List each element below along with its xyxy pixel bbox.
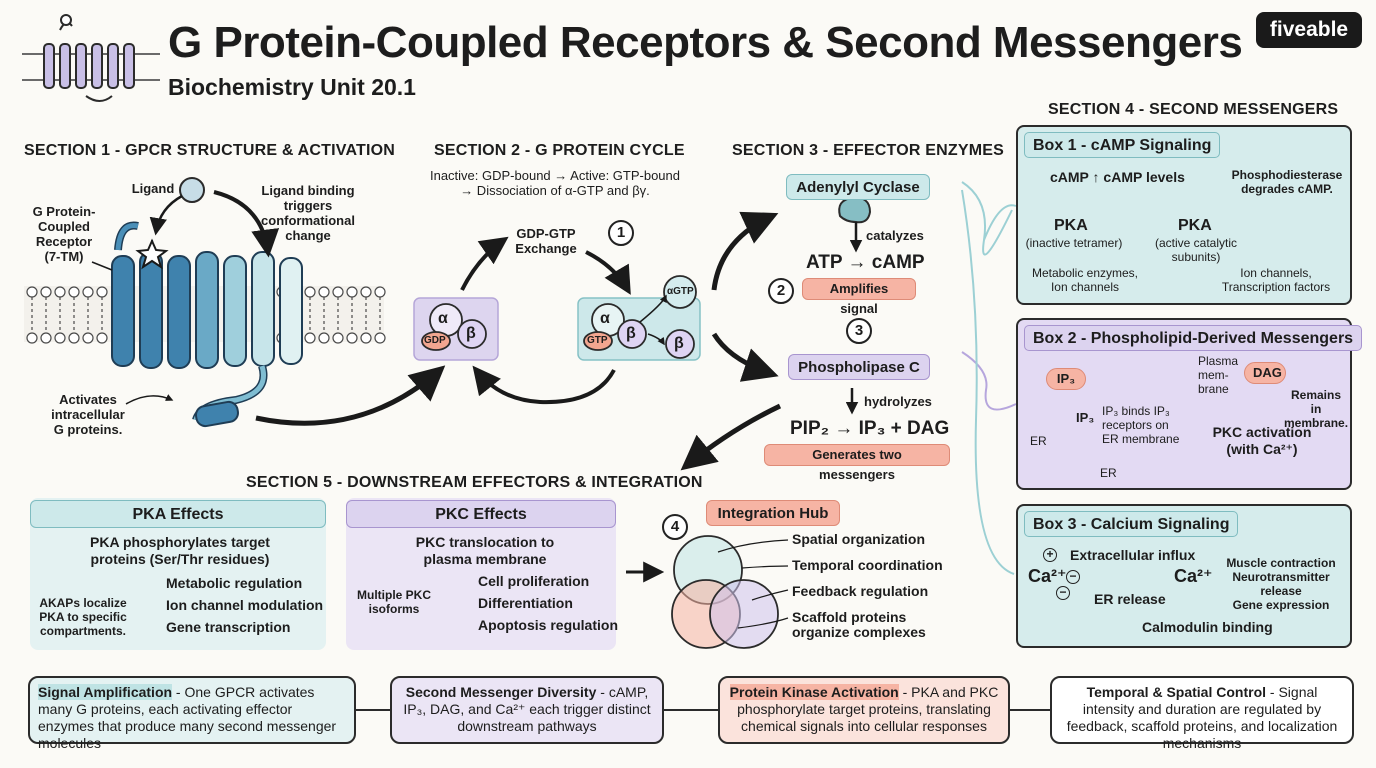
section4-heading: SECTION 4 - SECOND MESSENGERS <box>1048 101 1339 118</box>
pde-note: Phosphodiesterase degrades cAMP. <box>1231 168 1343 196</box>
catalyzes-label: catalyzes <box>866 228 924 243</box>
exchange-label: GDP-GTP Exchange <box>515 226 577 256</box>
gpcr-logo-icon <box>22 14 160 102</box>
alpha-active-label: α <box>600 310 610 327</box>
step-3-badge: 3 <box>846 318 872 344</box>
binding-note: Ligand binding triggers conformational c… <box>261 183 355 243</box>
activates-note: Activates intracellular G proteins. <box>51 392 125 437</box>
summary-diversity: Second Messenger Diversity - cAMP, IP₃, … <box>390 676 664 744</box>
step-2-badge: 2 <box>768 278 794 304</box>
pka-item-1: Metabolic regulation <box>166 575 303 591</box>
summary-4-lead: Temporal & Spatial Control <box>1086 684 1267 700</box>
page-title: G Protein-Coupled Receptors & Second Mes… <box>168 18 1243 67</box>
pkc-item-3: Apoptosis regulation <box>478 617 618 633</box>
pkc-effects-title: PKC Effects <box>346 500 616 528</box>
box2-title: Box 2 - Phospholipid-Derived Messengers <box>1024 325 1363 351</box>
summary-3-text: - PKA and PKC phosphorylate target prote… <box>737 684 999 734</box>
section3-heading: SECTION 3 - EFFECTOR ENZYMES <box>732 142 1004 159</box>
targets-right: Ion channels, Transcription factors <box>1221 266 1331 294</box>
alpha-gtp-label: αGTP <box>667 286 694 297</box>
pka-effects-title: PKA Effects <box>30 500 326 528</box>
targets-left: Metabolic enzymes, Ion channels <box>1031 266 1139 294</box>
beta-inactive-label: β <box>466 325 476 342</box>
section2-heading: SECTION 2 - G PROTEIN CYCLE <box>434 142 685 159</box>
atp-reaction: ATP → cAMP <box>806 252 925 273</box>
summary-1-text: - One GPCR activates many G proteins, ea… <box>38 684 337 751</box>
ligand-label: Ligand <box>131 181 175 196</box>
minus-icon-2: − <box>1056 586 1070 600</box>
minus-icon: − <box>1066 570 1080 584</box>
pkc-activation: PKC activation (with Ca²⁺) <box>1212 424 1312 457</box>
akap-note: AKAPs localize PKA to specific compartme… <box>39 596 127 638</box>
amplifies-badge: Amplifies signal <box>802 278 916 316</box>
box3-title: Box 3 - Calcium Signaling <box>1024 511 1239 537</box>
influx-label: Extracellular influx <box>1070 547 1196 563</box>
section5-heading: SECTION 5 - DOWNSTREAM EFFECTORS & INTEG… <box>246 474 703 491</box>
remains-note: Remains in membrane. <box>1284 388 1349 430</box>
pka-inactive: PKA <box>1054 217 1088 234</box>
plasma-membrane-label: Plasma mem- brane <box>1198 354 1239 396</box>
box1-title: Box 1 - cAMP Signaling <box>1024 132 1221 158</box>
receptor-label: G Protein- Coupled Receptor (7-TM) <box>32 204 96 264</box>
beta-free-label: β <box>674 335 684 352</box>
hub-item-2: Temporal coordination <box>792 557 943 573</box>
cycle-description: Inactive: GDP-bound → Active: GTP-bound … <box>429 168 680 198</box>
summary-2-text: - cAMP, IP₃, DAG, and Ca²⁺ each trigger … <box>403 684 651 734</box>
pip-reaction: PIP₂ → IP₃ + DAG <box>790 418 950 439</box>
gtp-label: GTP <box>587 335 608 346</box>
summary-control: Temporal & Spatial Control - Signal inte… <box>1050 676 1354 751</box>
pka-desc: PKA phosphorylates target proteins (Ser/… <box>90 534 270 567</box>
ip3-binds-note: IP₃ binds IP₃ receptors on ER membrane <box>1102 404 1180 446</box>
integration-venn-icon <box>671 535 779 649</box>
ligand-icon <box>179 177 205 203</box>
summary-1-lead: Signal Amplification <box>38 684 173 700</box>
pka-active-sub: (active catalytic subunits) <box>1154 236 1238 264</box>
pka-item-2: Ion channel modulation <box>166 597 324 613</box>
ip3-badge: IP₃ <box>1046 368 1086 390</box>
ca-right: Ca²⁺ <box>1174 566 1213 586</box>
fiveable-logo[interactable]: fiveable <box>1256 12 1362 48</box>
page-subtitle: Biochemistry Unit 20.1 <box>168 74 416 100</box>
plus-icon: + <box>1043 548 1057 562</box>
phospholipase-c-label: Phospholipase C <box>788 354 930 380</box>
summary-kinase: Protein Kinase Activation - PKA and PKC … <box>718 676 1010 744</box>
adenylyl-cyclase-label: Adenylyl Cyclase <box>786 174 930 200</box>
gdp-label: GDP <box>424 335 446 346</box>
pkc-item-2: Differentiation <box>478 595 573 611</box>
alpha-inactive-label: α <box>438 310 448 327</box>
pkc-item-1: Cell proliferation <box>478 573 590 589</box>
er-label-2: ER <box>1100 466 1117 480</box>
pka-inactive-sub: (inactive tetramer) <box>1025 236 1123 250</box>
dag-badge: DAG <box>1244 362 1286 384</box>
two-messengers-badge: Generates two messengers <box>764 444 950 482</box>
summary-2-lead: Second Messenger Diversity <box>405 684 597 700</box>
calmodulin-label: Calmodulin binding <box>1142 619 1273 635</box>
hydrolyzes-label: hydrolyzes <box>864 394 932 409</box>
pka-active: PKA <box>1178 217 1212 234</box>
section1-heading: SECTION 1 - GPCR STRUCTURE & ACTIVATION <box>24 142 396 159</box>
step-4-badge: 4 <box>662 514 688 540</box>
step-1-badge: 1 <box>608 220 634 246</box>
pka-item-3: Gene transcription <box>166 619 291 635</box>
pkc-desc: PKC translocation to plasma membrane <box>415 534 555 567</box>
adenylyl-cyclase-icon <box>838 196 872 224</box>
summary-4-text: - Signal intensity and duration are regu… <box>1066 684 1338 751</box>
calcium-effects: Muscle contraction Neurotransmitter rele… <box>1226 556 1336 612</box>
summary-amplification: Signal Amplification - One GPCR activate… <box>28 676 356 751</box>
ca-left: Ca²⁺ <box>1028 566 1067 586</box>
camp-levels: cAMP ↑ cAMP levels <box>1050 169 1185 185</box>
ligand-star-icon <box>135 238 169 270</box>
summary-3-lead: Protein Kinase Activation <box>729 684 899 700</box>
er-label: ER <box>1030 434 1047 448</box>
hub-item-1: Spatial organization <box>792 531 926 547</box>
hub-item-3: Feedback regulation <box>792 583 929 599</box>
beta-active-label: β <box>626 325 636 342</box>
isoforms-note: Multiple PKC isoforms <box>357 588 431 616</box>
integration-hub-title: Integration Hub <box>706 500 840 526</box>
hub-item-4: Scaffold proteins organize complexes <box>792 609 926 640</box>
er-release-label: ER release <box>1094 591 1166 607</box>
ip3-small-label: IP₃ <box>1076 410 1095 425</box>
receptor-helices <box>111 221 303 428</box>
